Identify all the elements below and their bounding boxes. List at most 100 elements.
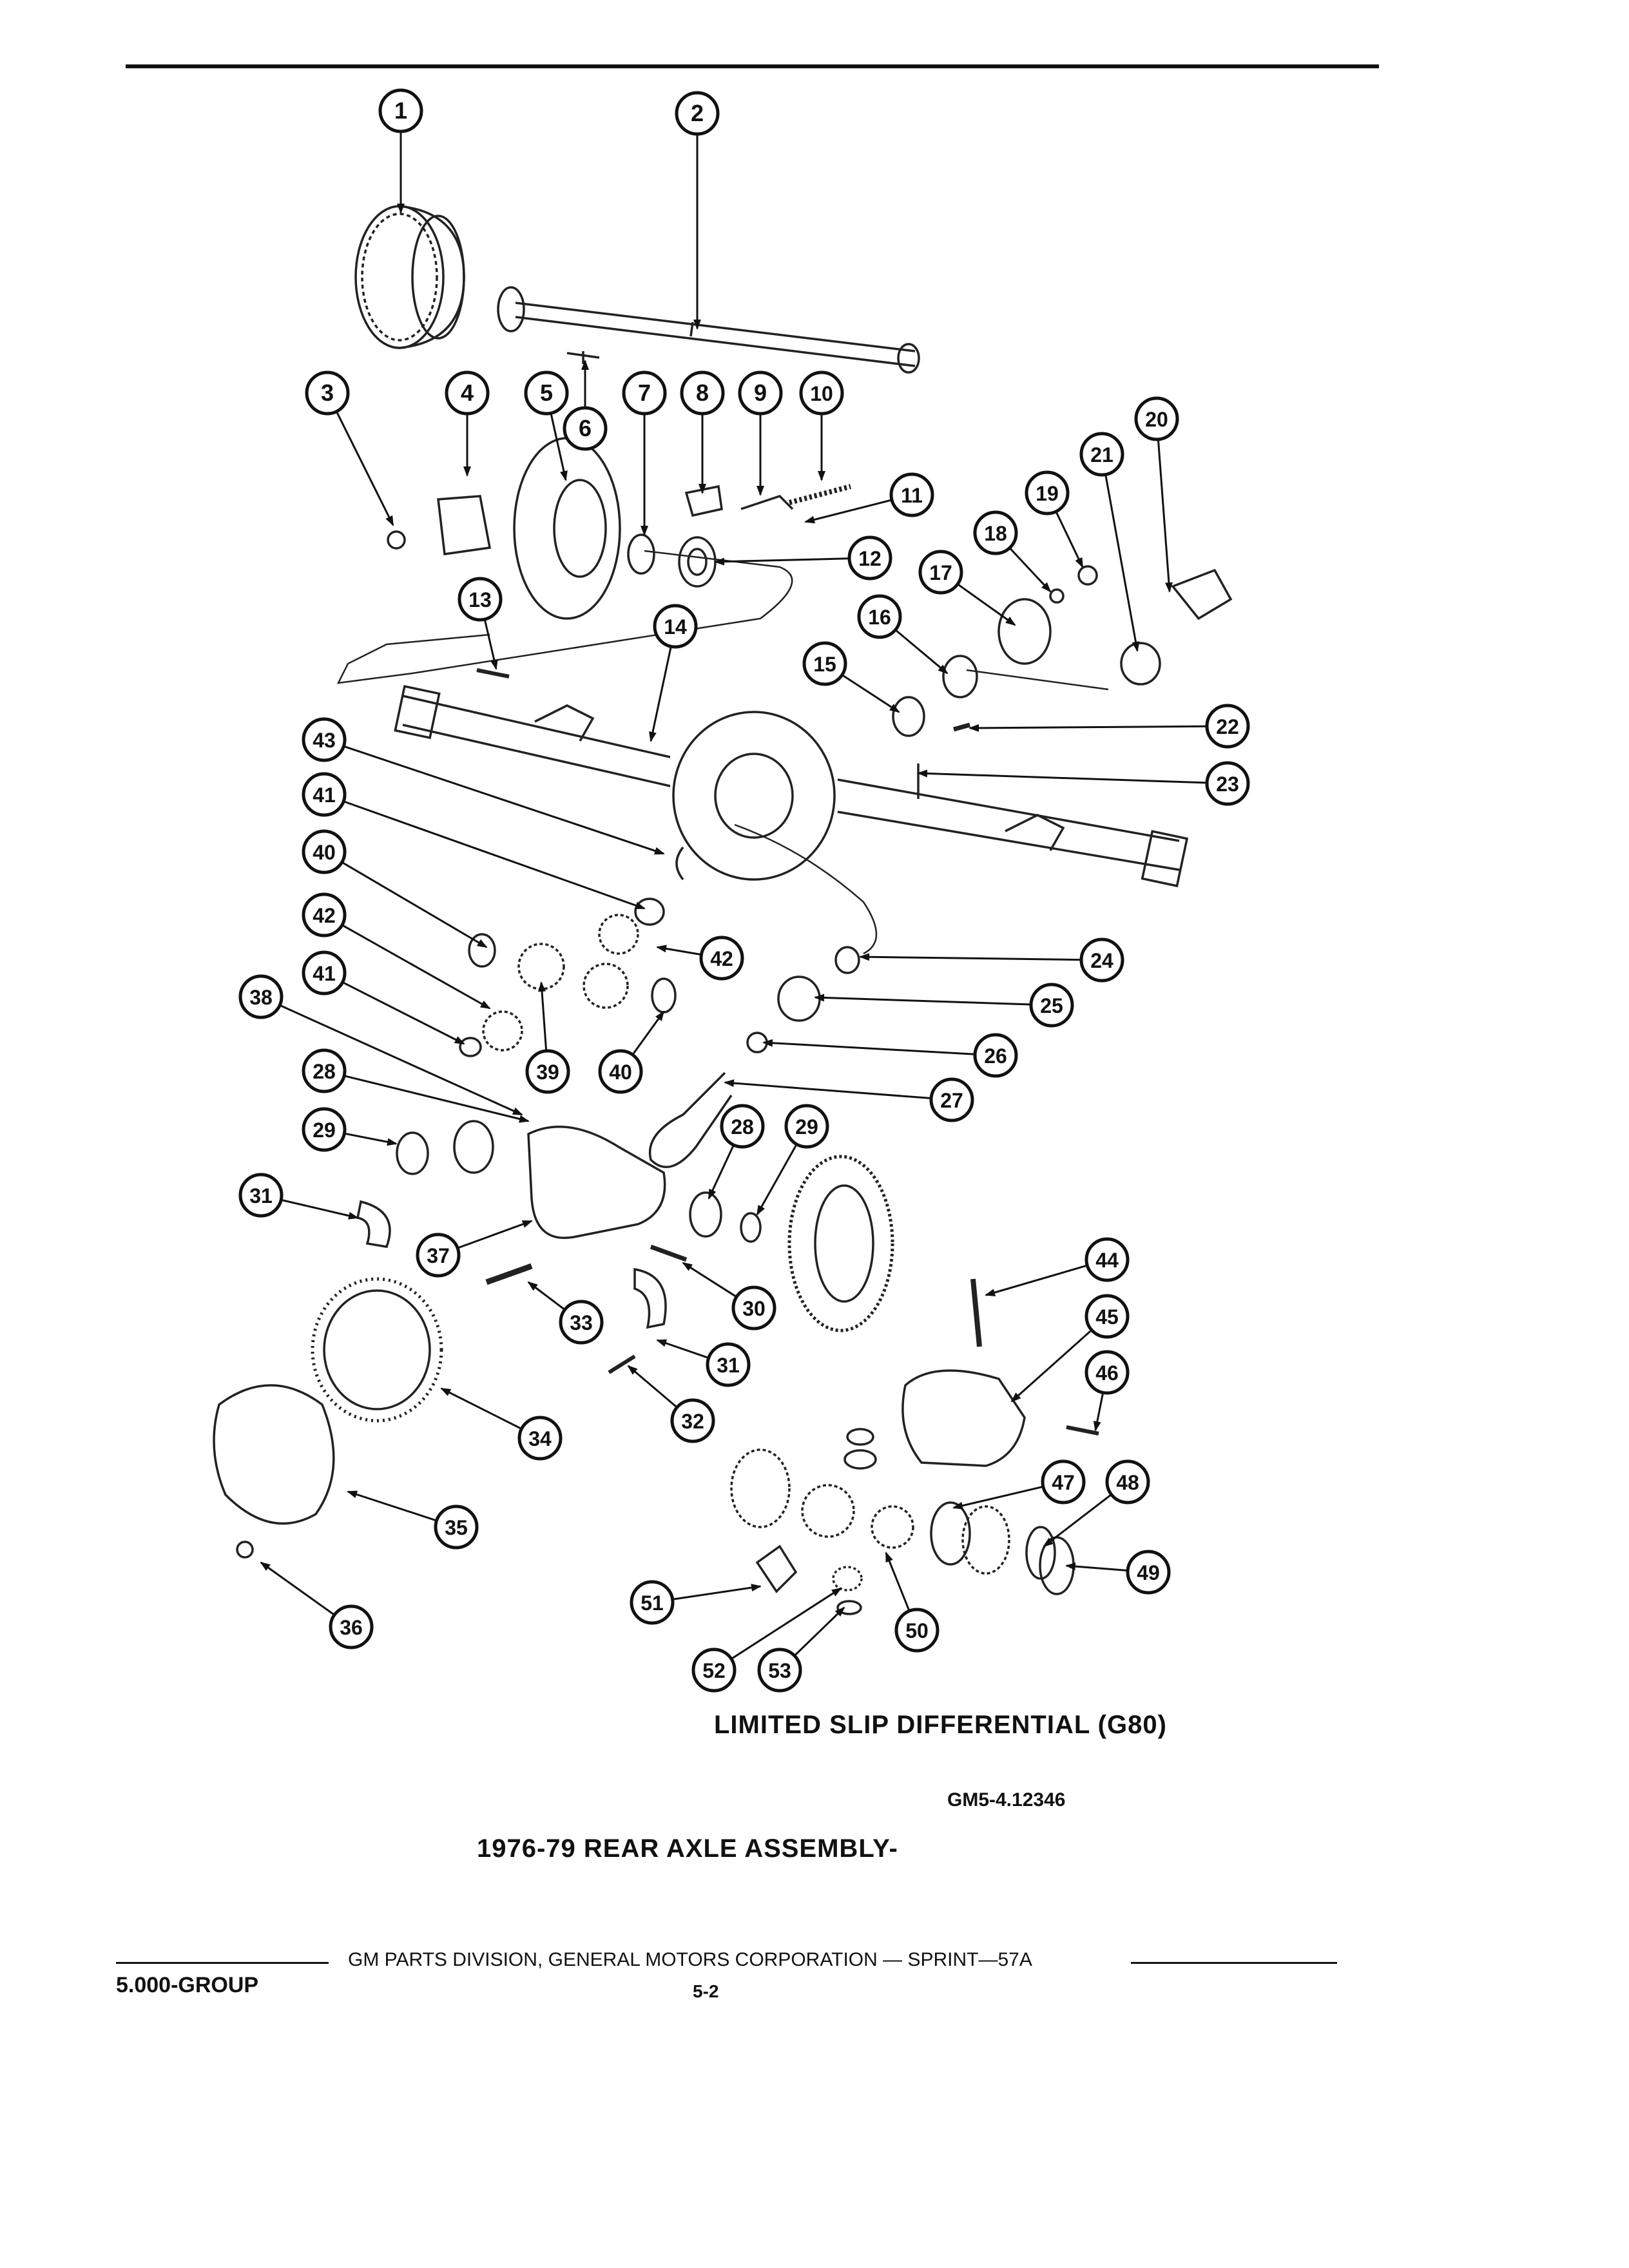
callout-leader xyxy=(649,646,672,742)
callout-number: 28 xyxy=(313,1060,336,1083)
footer-rule-left xyxy=(116,1962,329,1964)
callout-leader xyxy=(804,499,892,524)
callout-number: 53 xyxy=(768,1659,791,1682)
callout-45: 45 xyxy=(1010,1294,1130,1403)
callout-balloon xyxy=(680,370,725,416)
callout-number: 7 xyxy=(638,380,651,406)
callout-leader xyxy=(756,1144,798,1216)
callout-leader xyxy=(631,1010,665,1055)
callout-balloon xyxy=(1105,1459,1150,1504)
callout-number: 52 xyxy=(702,1659,726,1682)
callout-balloon xyxy=(525,1049,570,1094)
callout-number: 46 xyxy=(1095,1361,1119,1385)
callout-number: 41 xyxy=(313,783,336,807)
callout-49: 49 xyxy=(1065,1550,1171,1595)
callout-leader xyxy=(885,1552,911,1611)
callout-number: 40 xyxy=(609,1061,632,1084)
callout-balloon xyxy=(1084,1350,1130,1395)
callout-40: 40 xyxy=(302,829,488,948)
callout-balloon xyxy=(973,1033,1018,1078)
callout-7: 7 xyxy=(622,370,667,536)
callout-number: 42 xyxy=(313,904,336,927)
callout-leader xyxy=(341,861,488,948)
callout-number: 14 xyxy=(664,615,687,639)
callout-leader xyxy=(527,1281,566,1311)
callout-balloon xyxy=(1084,1294,1130,1339)
callout-number: 18 xyxy=(984,522,1007,545)
callout-51: 51 xyxy=(630,1580,762,1625)
callout-balloon xyxy=(929,1077,974,1122)
callout-leader xyxy=(762,1039,976,1055)
callout-number: 25 xyxy=(1040,994,1063,1017)
callout-10: 10 xyxy=(799,370,844,481)
callout-11: 11 xyxy=(804,472,934,524)
callout-balloon xyxy=(1205,704,1250,749)
callout-number: 9 xyxy=(754,380,767,406)
callout-balloon xyxy=(738,370,783,416)
seal xyxy=(627,533,655,575)
callout-number: 30 xyxy=(742,1297,766,1320)
callout-13: 13 xyxy=(458,577,503,670)
callout-leader xyxy=(814,994,1032,1006)
callout-number: 43 xyxy=(313,729,336,752)
callout-number: 20 xyxy=(1145,408,1168,431)
callout-30: 30 xyxy=(682,1262,776,1331)
callout-number: 31 xyxy=(717,1354,740,1377)
callout-31: 31 xyxy=(656,1339,751,1387)
callout-balloon xyxy=(302,1107,347,1152)
callout-balloon xyxy=(1205,761,1250,806)
callout-balloon xyxy=(691,1648,737,1693)
axle-housing xyxy=(394,685,1189,888)
callout-balloon xyxy=(517,1416,563,1461)
callout-20: 20 xyxy=(1134,396,1179,593)
callout-leader xyxy=(682,1262,737,1298)
callout-28: 28 xyxy=(708,1104,765,1200)
callout-balloon xyxy=(378,88,423,133)
callout-balloon xyxy=(973,510,1018,555)
wheel-bolt xyxy=(566,351,600,364)
callout-number: 37 xyxy=(427,1244,450,1267)
callout-balloon xyxy=(847,535,892,581)
callout-number: 11 xyxy=(901,484,923,507)
callout-3: 3 xyxy=(305,370,394,526)
callout-leader xyxy=(1093,1392,1104,1432)
callout-leader xyxy=(841,674,900,713)
callout-balloon xyxy=(524,370,569,416)
callout-number: 49 xyxy=(1137,1561,1160,1584)
callout-leader xyxy=(957,583,1016,626)
callout-balloon xyxy=(757,1648,802,1693)
differential-case xyxy=(527,1126,666,1239)
callout-number: 33 xyxy=(570,1311,593,1334)
callout-leader xyxy=(724,1079,932,1100)
callout-balloon xyxy=(302,950,347,995)
callout-balloon xyxy=(238,1173,284,1218)
callout-number: 16 xyxy=(868,606,891,629)
callout-balloon xyxy=(720,1104,765,1149)
callout-leader xyxy=(627,1365,678,1408)
callout-balloon xyxy=(559,1300,604,1345)
callout-balloon xyxy=(238,974,284,1019)
callout-leader xyxy=(343,800,646,910)
limited-slip-case xyxy=(901,1369,1026,1467)
callout-43: 43 xyxy=(302,717,665,855)
callout-4: 4 xyxy=(445,370,490,477)
callout-18: 18 xyxy=(973,510,1052,593)
callout-5: 5 xyxy=(524,370,569,481)
callout-balloon xyxy=(699,936,744,981)
callout-number: 10 xyxy=(810,382,833,405)
callout-number: 34 xyxy=(528,1427,552,1450)
callout-leader xyxy=(1010,1329,1093,1403)
callout-balloon xyxy=(598,1049,643,1094)
brake-link xyxy=(740,494,794,510)
callout-balloon xyxy=(675,91,720,136)
callout-number: 24 xyxy=(1090,949,1113,972)
callout-number: 26 xyxy=(984,1044,1007,1068)
callout-34: 34 xyxy=(440,1387,563,1461)
callout-number: 48 xyxy=(1116,1471,1139,1494)
retainer-plate xyxy=(437,495,492,555)
callout-number: 21 xyxy=(1090,443,1113,466)
callout-balloon xyxy=(1126,1550,1171,1595)
callout-leader xyxy=(894,629,949,675)
callout-balloon xyxy=(894,1608,940,1653)
